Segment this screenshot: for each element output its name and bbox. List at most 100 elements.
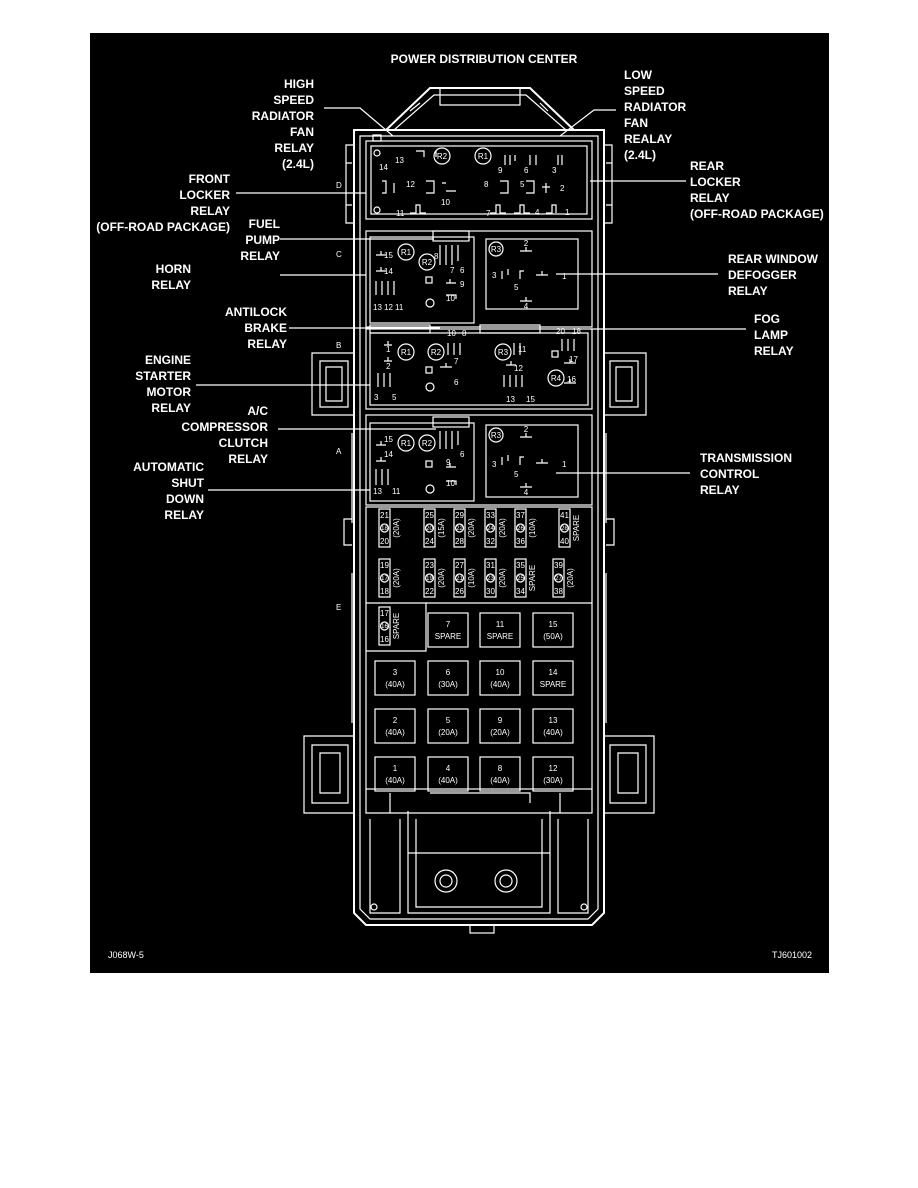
c-relay-r2: R2 <box>422 258 433 267</box>
callout-line: (OFF-ROAD PACKAGE) <box>96 220 230 234</box>
b-pin-3: 3 <box>374 393 379 402</box>
d-relay-r2: R2 <box>437 152 448 161</box>
callout-line: RELAY <box>728 284 768 298</box>
mini-fuse: 21 18 20 (20A) <box>378 508 401 548</box>
section-c: 15 14 13 12 11 10 9 8 7 6 R1 R2 R3 2 3 5… <box>365 230 593 328</box>
mini-fuse: 35 25 34 SPARE <box>514 558 537 598</box>
c-iso-pin-4: 4 <box>524 302 529 311</box>
mini-fuse-bot-label: 16 <box>380 635 389 644</box>
mini-fuse-row-top: 21 18 20 (20A) 25 20 24 (15A) 29 22 28 (… <box>378 508 581 548</box>
mini-fuse-mid-label: 28 <box>561 526 568 532</box>
c-iso-pin-5: 5 <box>514 283 519 292</box>
maxi-fuse-rating: (20A) <box>438 728 458 737</box>
b-pin-12: 12 <box>514 364 523 373</box>
mini-fuse: 17 16 16 SPARE <box>378 606 401 646</box>
b-pin-17: 17 <box>569 355 578 364</box>
a-relay-r2: R2 <box>422 439 433 448</box>
d-pin-10: 10 <box>441 198 450 207</box>
mini-fuse-top-label: 41 <box>560 511 569 520</box>
callout-line: FOG <box>754 312 780 326</box>
c-pin-10: 10 <box>446 294 455 303</box>
mini-fuse: 19 17 18 (20A) <box>378 558 401 598</box>
d-pin-4: 4 <box>535 208 540 217</box>
callout-line: LOCKER <box>179 188 230 202</box>
d-pin-5: 5 <box>520 180 525 189</box>
mini-fuse-top-label: 31 <box>486 561 495 570</box>
mini-fuse-bot-label: 24 <box>425 537 434 546</box>
b-pin-1: 1 <box>386 345 391 354</box>
mini-fuse-bot-label: 34 <box>516 587 525 596</box>
c-pin-8: 8 <box>434 252 439 261</box>
maxi-fuse-rating: (20A) <box>490 728 510 737</box>
section-d: 14 13 12 11 10 9 8 7 6 5 4 3 2 1 R2 R1 <box>365 134 593 220</box>
b-pin-15: 15 <box>526 395 535 404</box>
mini-fuse: 39 27 38 (20A) <box>552 558 575 598</box>
maxi-fuse-number: 2 <box>393 716 398 725</box>
callout-ac-clutch: A/C COMPRESSOR CLUTCH RELAY <box>181 404 268 466</box>
callout-line: RELAY <box>754 344 794 358</box>
maxi-fuse-number: 3 <box>393 668 398 677</box>
section-letter-e: E <box>336 603 341 612</box>
maxi-fuse-number: 15 <box>549 620 558 629</box>
a-iso-pin-2: 2 <box>524 425 529 434</box>
d-pin-13: 13 <box>395 156 404 165</box>
mini-fuse-rating: (20A) <box>392 568 401 588</box>
callout-line: RELAY <box>164 508 204 522</box>
a-relay-r3: R3 <box>491 431 502 440</box>
c-pin-6: 6 <box>460 266 465 275</box>
a-iso-pin-4: 4 <box>524 488 529 497</box>
mini-fuse-top-label: 19 <box>380 561 389 570</box>
d-pin-11: 11 <box>396 209 405 218</box>
callout-fuel-pump: FUEL PUMP RELAY <box>240 217 280 263</box>
c-pin-15: 15 <box>384 251 393 260</box>
callout-line: CLUTCH <box>219 436 268 450</box>
mini-fuse-rating: (20A) <box>498 518 507 538</box>
a-iso-pin-3: 3 <box>492 460 497 469</box>
mini-fuse-mid-label: 21 <box>456 576 463 582</box>
callout-starter: ENGINE STARTER MOTOR RELAY <box>135 353 191 415</box>
a-pin-13: 13 <box>373 487 382 496</box>
maxi-fuse-rating: (30A) <box>438 680 458 689</box>
mini-fuse-rating: (10A) <box>528 518 537 538</box>
mini-fuse-mid-label: 25 <box>517 576 524 582</box>
mini-fuse-bot-label: 30 <box>486 587 495 596</box>
callout-low-speed-fan: LOW SPEED RADIATOR FAN REALAY (2.4L) <box>624 68 687 162</box>
mini-fuse-bot-label: 36 <box>516 537 525 546</box>
b-pin-10: 10 <box>447 329 456 338</box>
mini-fuse-top-label: 29 <box>455 511 464 520</box>
mini-fuse-bot-label: 38 <box>554 587 563 596</box>
mini-fuse-top-label: 37 <box>516 511 525 520</box>
d-pin-8: 8 <box>484 180 489 189</box>
mini-fuse-rating: SPARE <box>528 565 537 592</box>
maxi-fuse: 3 (40A) <box>374 660 416 696</box>
b-pin-18: 18 <box>572 327 581 336</box>
mini-fuse: 37 26 36 (10A) <box>514 508 537 548</box>
callout-line: FAN <box>290 125 314 139</box>
callout-line: RELAY <box>700 483 740 497</box>
mini-fuse-mid-label: 27 <box>555 576 562 582</box>
a-pin-15: 15 <box>384 435 393 444</box>
callout-line: REALAY <box>624 132 672 146</box>
mini-fuse-mid-label: 19 <box>426 576 433 582</box>
callout-line: HORN <box>156 262 191 276</box>
pdc-bottom-connector <box>369 811 589 934</box>
callout-line: RADIATOR <box>624 100 687 114</box>
mini-fuse-mid-label: 26 <box>517 526 524 532</box>
mini-fuse-mid-label: 23 <box>487 576 494 582</box>
c-relay-r3: R3 <box>491 245 502 254</box>
callout-rear-window: REAR WINDOW DEFOGGER RELAY <box>728 252 819 298</box>
b-pin-13: 13 <box>506 395 515 404</box>
maxi-fuse: 2 (40A) <box>374 708 416 744</box>
maxi-fuse: 12 (30A) <box>532 756 574 792</box>
callout-line: A/C <box>247 404 268 418</box>
section-b: 1 2 3 5 6 7 8 10 11 12 13 15 16 17 18 20… <box>365 324 593 410</box>
mini-fuse-rating: SPARE <box>572 515 581 542</box>
mini-fuse-rating: (20A) <box>566 568 575 588</box>
callout-line: BRAKE <box>244 321 287 335</box>
a-pin-9: 9 <box>446 458 451 467</box>
mini-fuse-bot-label: 20 <box>380 537 389 546</box>
callout-horn: HORN RELAY <box>151 262 191 292</box>
c-pin-11: 11 <box>395 303 404 312</box>
pdc-diagram: POWER DISTRIBUTION CENTER <box>96 52 824 960</box>
callout-line: REAR <box>690 159 724 173</box>
